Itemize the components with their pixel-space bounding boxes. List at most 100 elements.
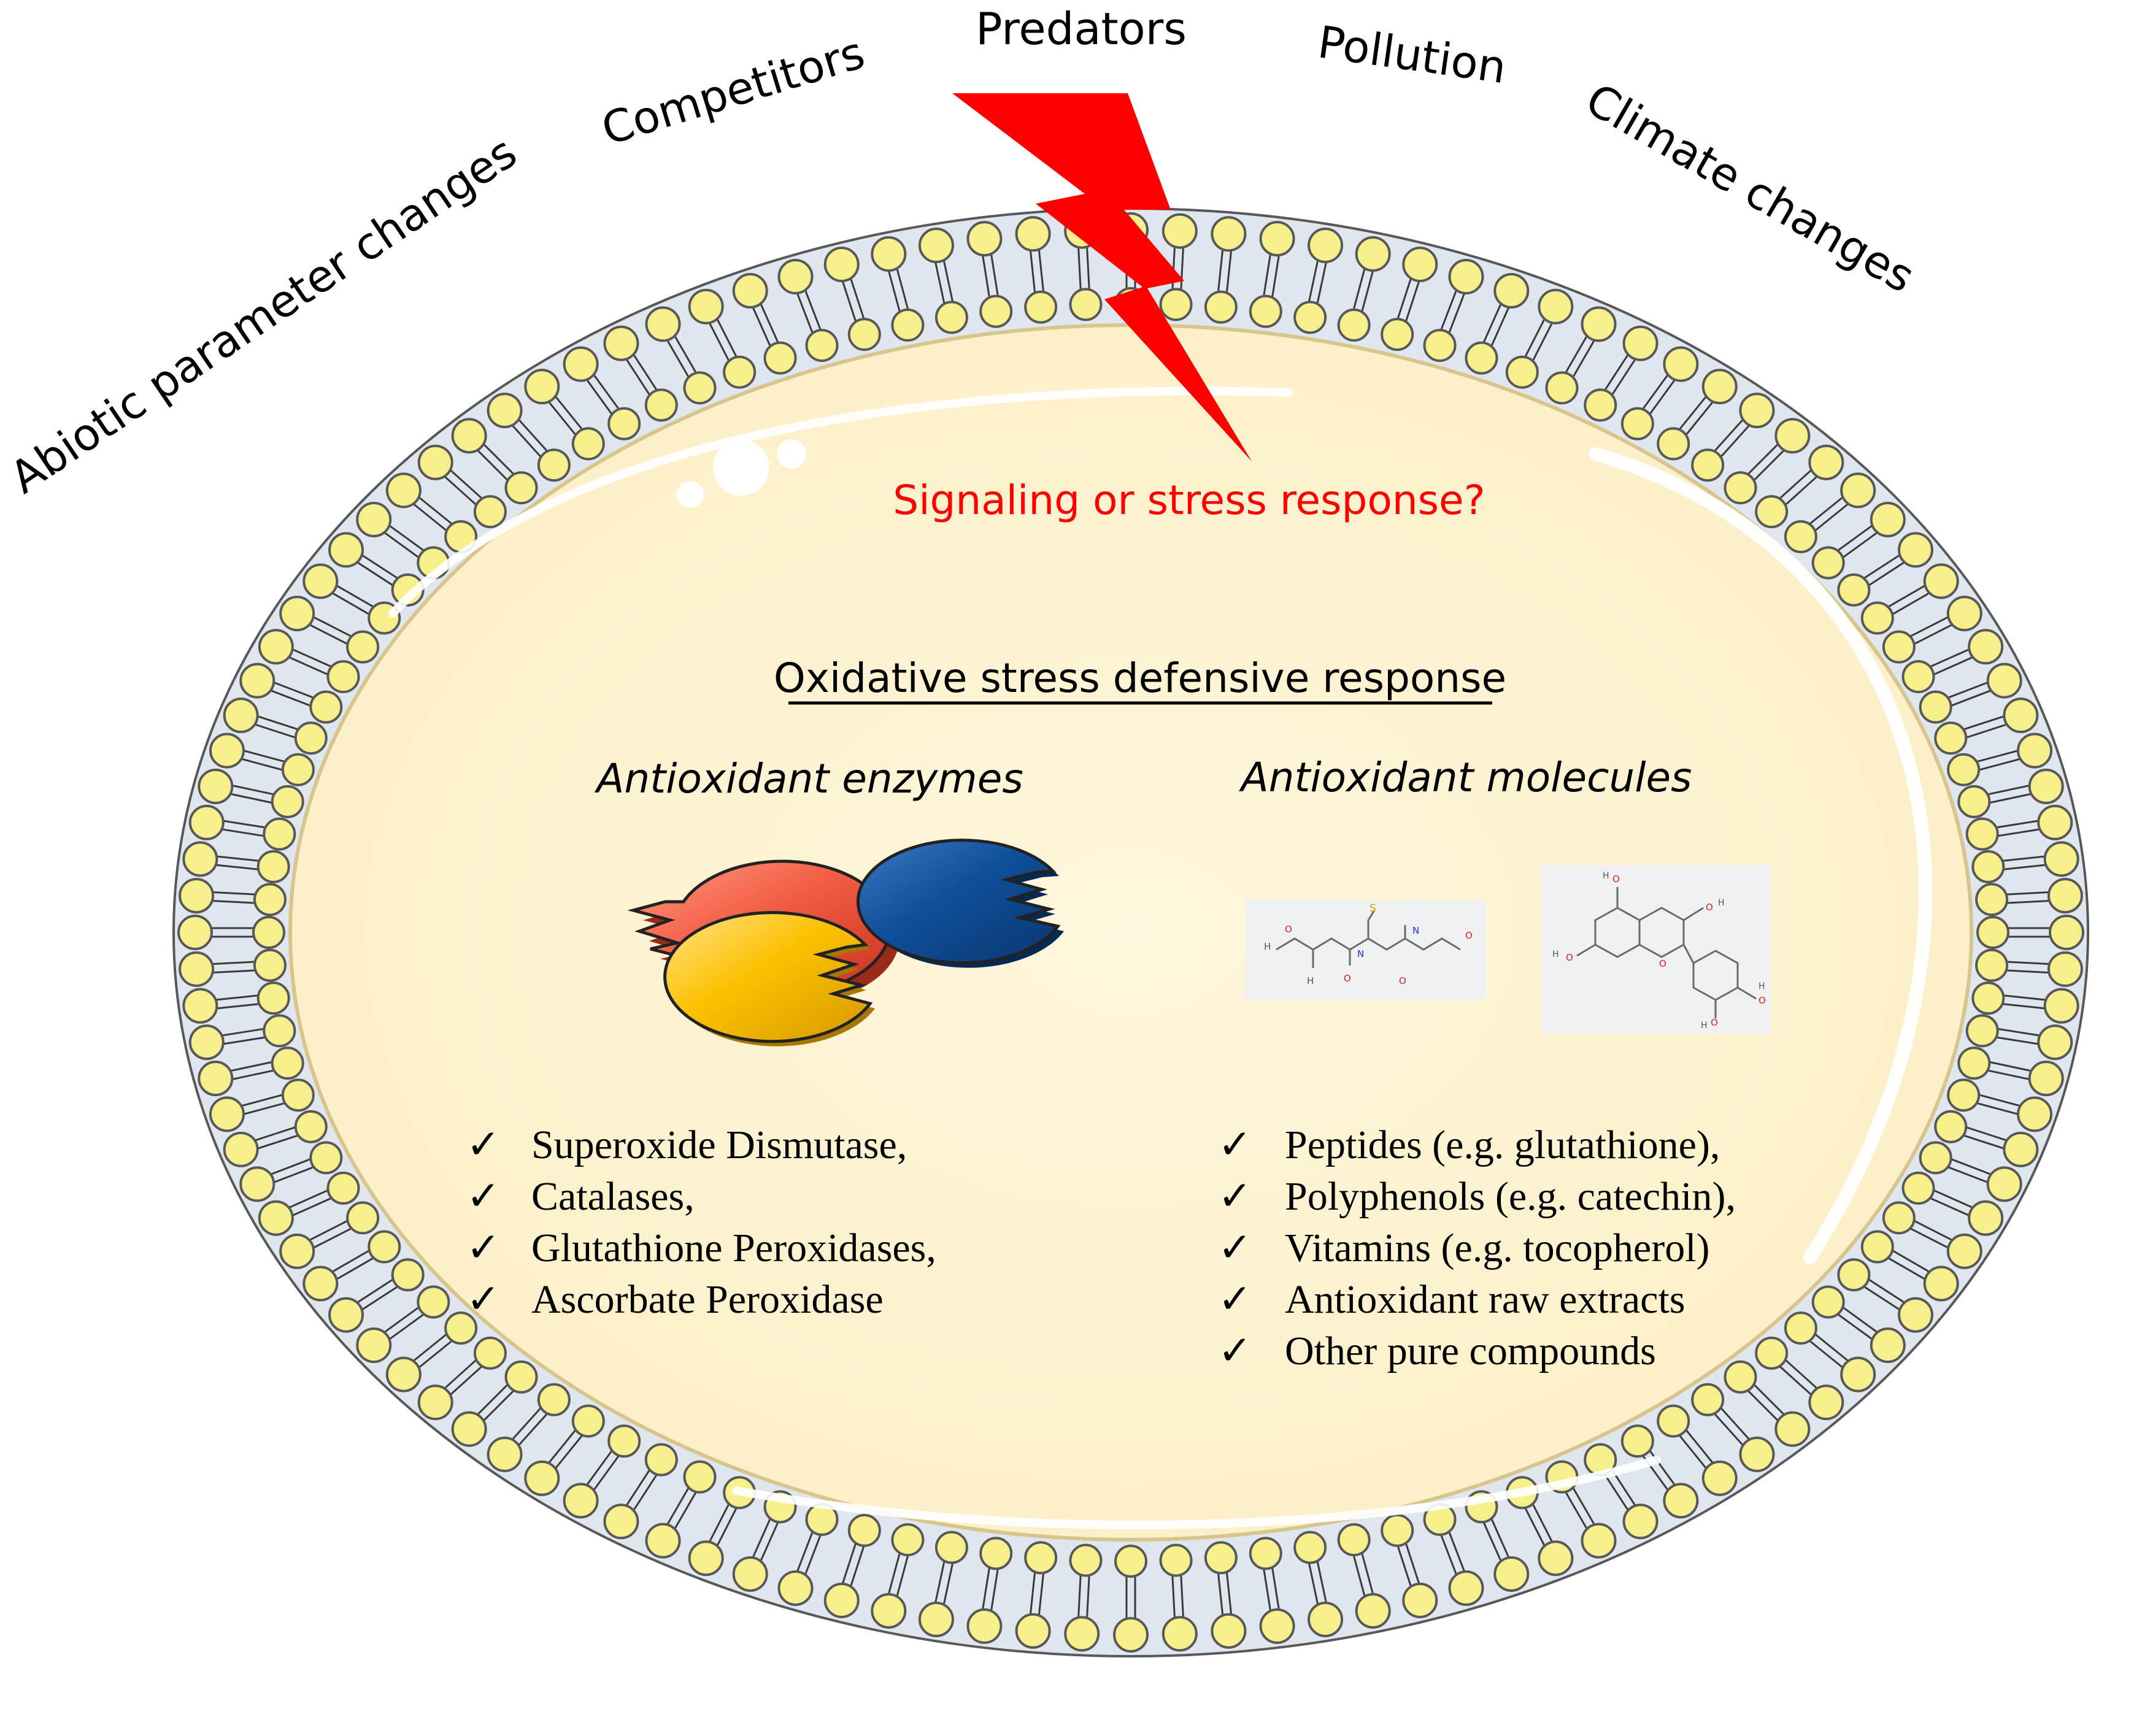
lipid-head xyxy=(385,1356,422,1392)
lipid-head xyxy=(356,501,392,537)
lipid-head xyxy=(732,272,768,309)
lipid-head xyxy=(1774,418,1811,454)
lipid-head xyxy=(1923,1266,1959,1302)
lipid-head xyxy=(1975,883,2009,916)
lipid-head xyxy=(1947,753,1981,786)
lipid-head xyxy=(763,341,797,375)
lipid-head xyxy=(252,916,285,949)
lipid-head xyxy=(1581,306,1617,342)
lipid-head xyxy=(2017,732,2053,769)
lipid-head xyxy=(2003,697,2039,734)
check-icon: ✓ xyxy=(1218,1327,1252,1374)
lipid-head xyxy=(256,981,290,1015)
lipid-head xyxy=(1584,388,1617,422)
lipid-head xyxy=(1965,1014,1999,1048)
lipid-head xyxy=(805,329,839,363)
lipid-head xyxy=(1622,325,1659,361)
enzyme-item: Ascorbate Peroxidase xyxy=(531,1277,884,1322)
lipid-head xyxy=(979,294,1013,328)
lipid-head xyxy=(1024,290,1058,324)
lipid-head xyxy=(239,663,275,699)
lipid-head xyxy=(1957,1047,1991,1080)
lipid-head xyxy=(1663,1483,1699,1519)
lipid-head xyxy=(847,318,881,351)
lipid-head xyxy=(1293,1531,1327,1564)
lipid-head xyxy=(326,660,360,694)
molecules-heading: Antioxidant molecules xyxy=(1238,754,1692,801)
lipid-head xyxy=(1919,1141,1952,1175)
lipid-head xyxy=(487,393,523,429)
lipid-head xyxy=(1837,573,1871,607)
lipid-head xyxy=(1946,596,1982,632)
lipid-head xyxy=(1581,1523,1617,1559)
signal-question: Signaling or stress response? xyxy=(893,477,1485,524)
lipid-head xyxy=(2017,1096,2053,1132)
lipid-head xyxy=(1870,501,1906,537)
lipid-head xyxy=(451,418,487,454)
lipid-head xyxy=(966,1608,1003,1644)
catechin-atom: H xyxy=(1718,898,1725,908)
lipid-head xyxy=(1957,785,1991,818)
lipid-head xyxy=(1465,341,1498,375)
lipid-head xyxy=(258,629,294,665)
lipid-head xyxy=(1308,1601,1344,1637)
lipid-head xyxy=(603,325,639,361)
lipid-head xyxy=(1968,1200,2004,1236)
lipid-head xyxy=(209,732,245,769)
lipid-head xyxy=(263,817,296,851)
lipid-head xyxy=(1015,216,1051,252)
lipid-head xyxy=(1337,1523,1371,1557)
lipid-head xyxy=(1808,1385,1844,1421)
lipid-head xyxy=(2037,804,2073,840)
lipid-head xyxy=(1860,601,1894,635)
lipid-head xyxy=(723,355,757,389)
lipid-head xyxy=(326,1171,360,1205)
lipid-head xyxy=(1897,1297,1933,1333)
lipid-head xyxy=(1015,1613,1051,1649)
lipid-head xyxy=(1755,1336,1789,1370)
lipid-head xyxy=(188,1024,225,1061)
lipid-head xyxy=(1976,916,2009,949)
lipid-head xyxy=(1657,427,1690,461)
lipid-head xyxy=(607,407,641,440)
lipid-head xyxy=(1923,563,1959,599)
lipid-head xyxy=(1946,1233,1982,1269)
lipid-head xyxy=(891,308,925,342)
lipid-head xyxy=(1934,721,1968,755)
lipid-head xyxy=(934,301,968,334)
lipid-head xyxy=(1701,1460,1738,1496)
lipid-head xyxy=(302,1266,339,1302)
lipid-head xyxy=(823,247,860,283)
lipid-head xyxy=(683,371,717,405)
lipid-head xyxy=(2037,1024,2073,1061)
lipid-head xyxy=(1308,228,1344,264)
lipid-head xyxy=(524,369,560,405)
lipid-head xyxy=(1837,1258,1871,1292)
lipid-head xyxy=(473,495,507,529)
lipid-head xyxy=(537,448,571,482)
lipid-head xyxy=(346,1201,380,1235)
lipid-head xyxy=(2047,878,2083,914)
lipid-head xyxy=(918,1601,954,1637)
lipid-head xyxy=(1622,1504,1659,1540)
molecules-list: ✓ Peptides (e.g. glutathione), ✓ Polyphe… xyxy=(1218,1121,1736,1374)
lipid-head xyxy=(253,883,287,916)
lipid-head xyxy=(1381,318,1414,351)
lipid-head xyxy=(1784,520,1817,553)
lipid-head xyxy=(891,1523,925,1557)
lipid-head xyxy=(473,1336,507,1370)
lipid-head xyxy=(279,1233,315,1269)
lipid-head xyxy=(1337,308,1371,342)
lipid-head xyxy=(1882,1201,1916,1235)
lipid-head xyxy=(966,221,1003,257)
lipid-head xyxy=(1901,660,1935,694)
defense-title: Oxidative stress defensive response xyxy=(774,655,1506,702)
catechin-atom: O xyxy=(1612,874,1620,885)
enzyme-item: Superoxide Dismutase, xyxy=(531,1123,907,1167)
glutathione-atom: O xyxy=(1399,975,1406,986)
lipid-head xyxy=(281,1078,315,1112)
lipid-head xyxy=(688,288,724,325)
lipid-head xyxy=(1947,1078,1981,1112)
lipid-head xyxy=(2028,1061,2064,1097)
lipid-head xyxy=(1024,1541,1058,1575)
